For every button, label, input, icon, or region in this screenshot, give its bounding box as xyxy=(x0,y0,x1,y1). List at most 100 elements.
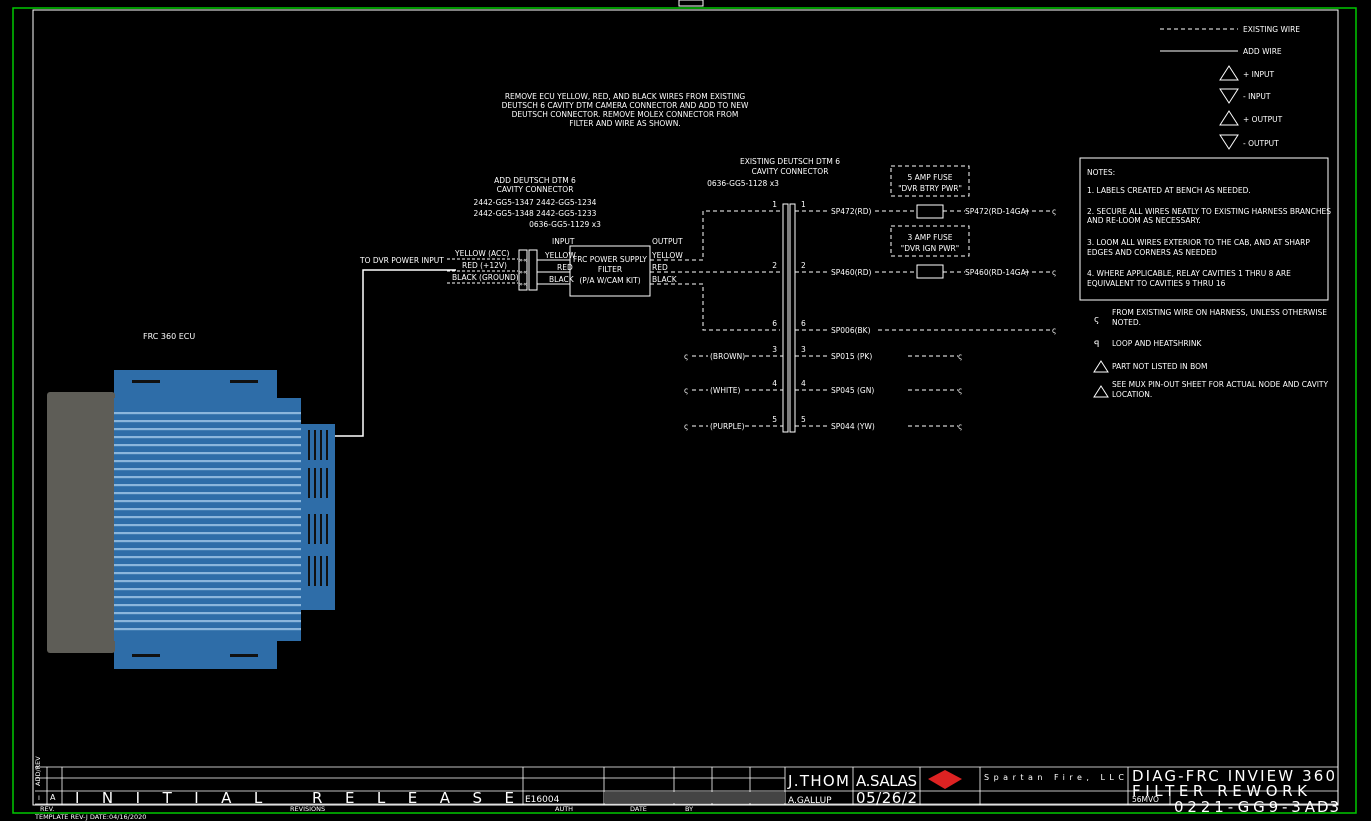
circuit-mid: SP045 (GN) xyxy=(831,386,874,395)
circuit-left: (WHITE) xyxy=(710,386,741,395)
ecu-stripe xyxy=(114,468,301,471)
drawing-date: 05/26/2 xyxy=(856,789,918,807)
circuit-mid: SP044 (YW) xyxy=(831,422,875,431)
notes-header: NOTES: xyxy=(1087,168,1115,177)
company-logo xyxy=(928,770,962,789)
svg-text:ς: ς xyxy=(1052,207,1056,216)
svg-text:ς: ς xyxy=(958,422,962,431)
ecu-stripe xyxy=(114,556,301,559)
svg-text:BLACK (GROUND): BLACK (GROUND) xyxy=(452,273,519,282)
svg-text:REVISIONS: REVISIONS xyxy=(290,805,325,813)
ecu-stripe xyxy=(114,604,301,607)
ecu-fin xyxy=(320,468,322,498)
ecu-fin xyxy=(314,514,316,544)
pin-label: 6 xyxy=(772,319,777,328)
pin-label: 6 xyxy=(801,319,806,328)
svg-text:ς: ς xyxy=(684,386,688,395)
circuit-mid: SP015 (PK) xyxy=(831,352,872,361)
ecu-fin xyxy=(314,468,316,498)
ecu-stripe xyxy=(114,420,301,423)
legend-plus-output: + OUTPUT xyxy=(1243,115,1283,124)
svg-text:ADD/REV: ADD/REV xyxy=(34,756,42,786)
ecu-stripe xyxy=(114,588,301,591)
svg-text:DEUTSCH CONNECTOR. REMOVE MOLE: DEUTSCH CONNECTOR. REMOVE MOLEX CONNECTO… xyxy=(512,110,739,119)
svg-text:DATE: DATE xyxy=(630,805,647,813)
pin-label: 2 xyxy=(801,261,806,270)
minus-output-icon xyxy=(1219,134,1239,150)
circuit-mid: SP460(RD) xyxy=(831,268,872,277)
ecu-stripe xyxy=(114,628,301,631)
note-2b: AND RE-LOOM AS NECESSARY. xyxy=(1087,216,1201,225)
ecu-stripe xyxy=(114,484,301,487)
svg-text:I: I xyxy=(38,794,40,802)
note-2a: 2. SECURE ALL WIRES NEATLY TO EXISTING H… xyxy=(1087,207,1331,216)
svg-text:E16004: E16004 xyxy=(525,795,560,805)
pin-label: 5 xyxy=(772,415,777,424)
legend: EXISTING WIRE ADD WIRE + INPUT - INPUT +… xyxy=(1160,25,1300,150)
ecu-fin xyxy=(308,430,310,460)
legend-plus-input: + INPUT xyxy=(1243,70,1275,79)
pin-label: 4 xyxy=(772,379,777,388)
ecu-stripe xyxy=(114,492,301,495)
svg-text:ς: ς xyxy=(684,422,688,431)
ecu-fin xyxy=(320,430,322,460)
note-4b: EQUIVALENT TO CAVITIES 9 THRU 16 xyxy=(1087,279,1226,288)
svg-text:DEUTSCH 6 CAVITY DTM CAMERA CO: DEUTSCH 6 CAVITY DTM CAMERA CONNECTOR AN… xyxy=(502,101,749,110)
circuit-mid: SP472(RD) xyxy=(831,207,872,216)
circuit-right: SP472(RD-14GA) xyxy=(965,207,1029,216)
svg-text:CAVITY CONNECTOR: CAVITY CONNECTOR xyxy=(752,167,829,176)
svg-text:ς: ς xyxy=(958,352,962,361)
svg-text:REV.: REV. xyxy=(40,805,54,813)
model-code: 56MVO xyxy=(1132,795,1159,804)
svg-text:YELLOW: YELLOW xyxy=(651,251,683,260)
ecu-fin xyxy=(308,556,310,586)
ecu-stripe xyxy=(114,580,301,583)
svg-text:BY: BY xyxy=(685,805,693,813)
ecu-stripe xyxy=(114,548,301,551)
svg-text:EXISTING DEUTSCH DTM 6: EXISTING DEUTSCH DTM 6 xyxy=(740,157,840,166)
drawing-border xyxy=(32,9,1339,806)
loop-icon: ꟼ xyxy=(1094,340,1099,350)
sheet-size: D3 xyxy=(1317,798,1340,816)
circuit-mid: SP006(BK) xyxy=(831,326,871,335)
svg-text:YELLOW: YELLOW xyxy=(544,251,576,260)
svg-text:LOOP AND HEATSHRINK: LOOP AND HEATSHRINK xyxy=(1112,339,1202,348)
ecu-stripe xyxy=(114,572,301,575)
template-label: TEMPLATE REV-J DATE:04/16/2020 xyxy=(34,813,146,821)
ecu-stripe xyxy=(114,500,301,503)
svg-text:AUTH: AUTH xyxy=(555,805,573,813)
svg-text:A: A xyxy=(50,793,56,802)
pin-label: 5 xyxy=(801,415,806,424)
company-name: Spartan Fire, LLC xyxy=(984,773,1124,782)
svg-text:NOTED.: NOTED. xyxy=(1112,318,1141,327)
svg-text:ς: ς xyxy=(1052,268,1056,277)
svg-text:FRC POWER SUPPLY: FRC POWER SUPPLY xyxy=(573,255,647,264)
svg-text:0636-GG5-1129 x3: 0636-GG5-1129 x3 xyxy=(529,220,601,229)
doc-number: 0221-GG9-3A xyxy=(1174,798,1316,816)
svg-text:ς: ς xyxy=(684,352,688,361)
ecu-stripe xyxy=(114,612,301,615)
svg-text:(P/A W/CAM KIT): (P/A W/CAM KIT) xyxy=(579,276,640,285)
svg-text:FILTER AND WIRE AS SHOWN.: FILTER AND WIRE AS SHOWN. xyxy=(569,119,680,128)
circuit-right: SP460(RD-14GA) xyxy=(965,268,1029,277)
svg-text:ς: ς xyxy=(958,386,962,395)
checked-by: A.SALAS xyxy=(856,772,918,790)
svg-text:YELLOW (ACC): YELLOW (ACC) xyxy=(454,249,510,258)
ecu-stripe xyxy=(114,428,301,431)
ecu-stripe xyxy=(114,436,301,439)
symbol-key: ς FROM EXISTING WIRE ON HARNESS, UNLESS … xyxy=(1093,308,1329,399)
note-4a: 4. WHERE APPLICABLE, RELAY CAVITIES 1 TH… xyxy=(1087,269,1291,278)
svg-text:PART NOT LISTED IN BOM: PART NOT LISTED IN BOM xyxy=(1112,362,1208,371)
pin-label: 2 xyxy=(772,261,777,270)
legend-add-wire: ADD WIRE xyxy=(1243,47,1282,56)
ecu-fin xyxy=(326,468,328,498)
ecu-stripe xyxy=(114,412,301,415)
legend-minus-output: - OUTPUT xyxy=(1243,139,1279,148)
svg-text:BLACK: BLACK xyxy=(549,275,575,284)
ecu-fin xyxy=(308,514,310,544)
ecu-stripe xyxy=(114,532,301,535)
existing-connector: EXISTING DEUTSCH DTM 6 CAVITY CONNECTOR … xyxy=(707,157,840,433)
ecu-stripe xyxy=(114,524,301,527)
power-filter: FRC POWER SUPPLY FILTER (P/A W/CAM KIT) … xyxy=(537,237,683,297)
